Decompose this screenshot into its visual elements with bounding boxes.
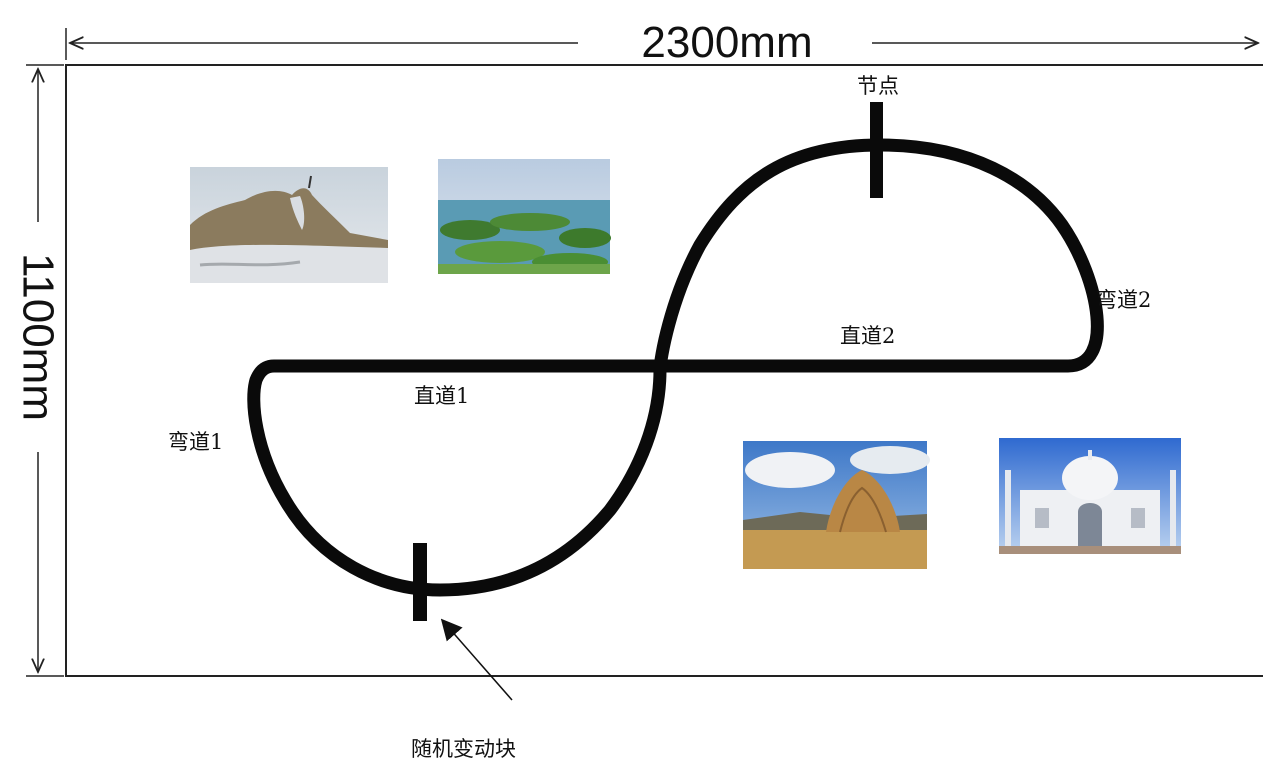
width-label: 2300mm <box>641 18 812 67</box>
track-path <box>247 138 1104 597</box>
height-dimension: 1100mm <box>14 64 64 677</box>
height-label: 1100mm <box>14 253 63 421</box>
curve1-label: 弯道1 <box>168 430 223 454</box>
curve2-label: 弯道2 <box>1096 288 1151 312</box>
photo-rock-formation <box>190 167 388 283</box>
photo-wetland-lake <box>438 159 611 274</box>
photo-mud-dome-hut <box>743 441 930 569</box>
node-marker <box>870 102 883 198</box>
field-border <box>65 64 1263 677</box>
straight2-label: 直道2 <box>840 324 895 348</box>
straight1-label: 直道1 <box>414 384 469 408</box>
random-block-pointer <box>440 618 513 701</box>
width-dimension: 2300mm <box>65 18 1258 67</box>
node-label: 节点 <box>857 74 899 98</box>
random-block-label: 随机变动块 <box>411 737 516 761</box>
photo-white-mausoleum <box>999 438 1181 554</box>
random-block-marker <box>413 543 427 621</box>
